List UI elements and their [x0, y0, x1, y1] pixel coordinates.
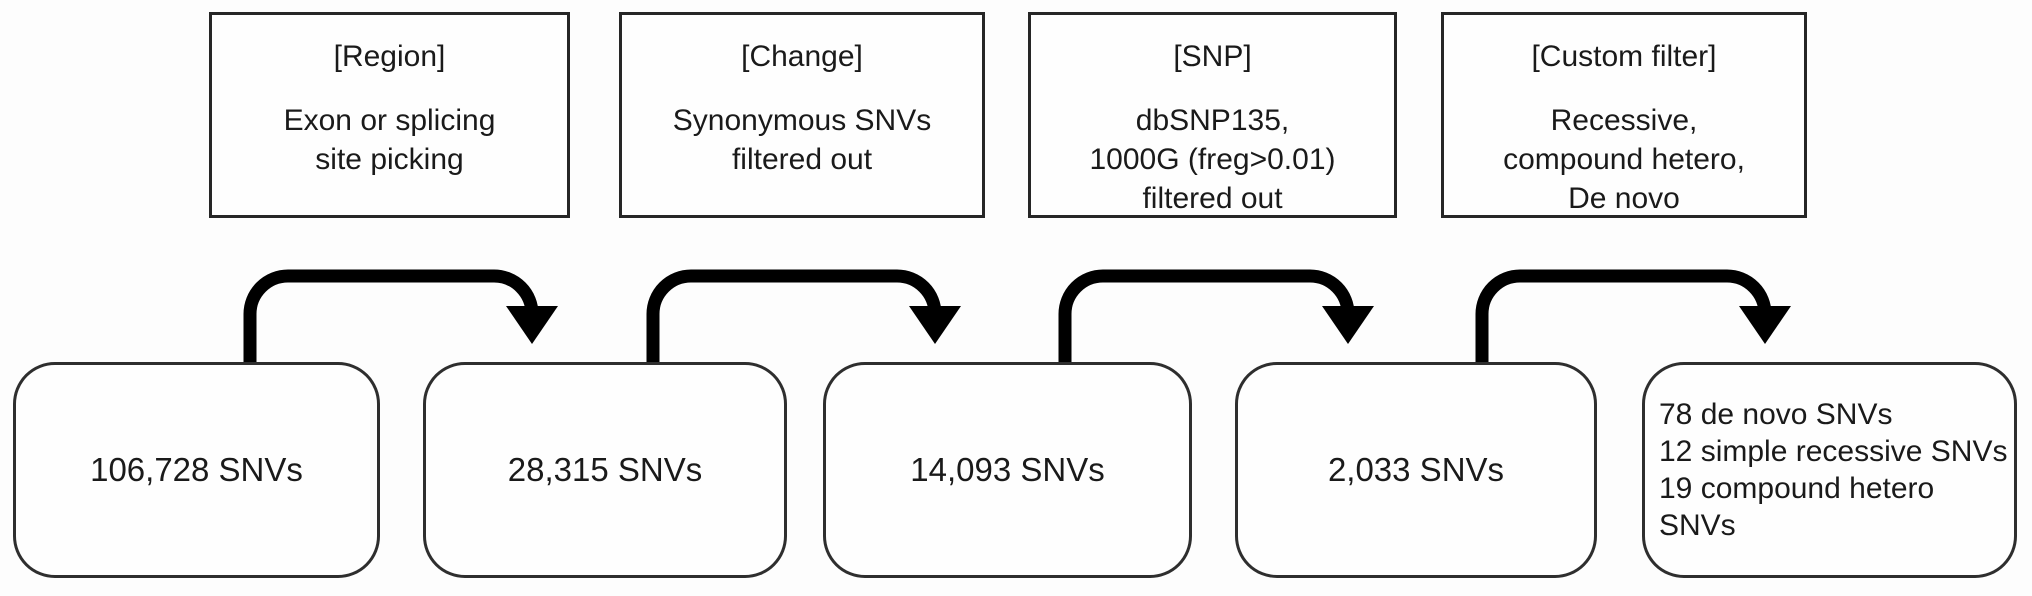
node-snv-count-4: 2,033 SNVs	[1235, 362, 1597, 578]
flow-arrow-2	[646, 269, 961, 364]
filter-description-line: De novo	[1568, 182, 1680, 215]
filter-description-line: Recessive,	[1550, 104, 1698, 137]
filter-description-line: 1000G (freg>0.01)	[1089, 143, 1336, 176]
filter-box-custom-filter: [Custom filter] Recessive, compound hete…	[1441, 12, 1807, 218]
node-snv-count-3: 14,093 SNVs	[823, 362, 1192, 578]
snv-count-text: 14,093 SNVs	[910, 451, 1105, 488]
filter-description-line: dbSNP135,	[1135, 104, 1290, 137]
flow-arrow-4	[1475, 269, 1791, 364]
filter-description-line: Exon or splicing	[283, 104, 496, 137]
filter-label: [Custom filter]	[1531, 40, 1717, 73]
node-final-results: 78 de novo SNVs 12 simple recessive SNVs…	[1642, 362, 2017, 578]
filter-label: [Change]	[741, 40, 863, 73]
node-snv-count-1: 106,728 SNVs	[13, 362, 380, 578]
snv-count-text: 106,728 SNVs	[90, 451, 303, 488]
filter-description-line: Synonymous SNVs	[672, 104, 932, 137]
filter-label: [SNP]	[1173, 40, 1252, 73]
filter-description-line: filtered out	[1142, 182, 1283, 215]
filter-description-line: compound hetero,	[1503, 143, 1745, 176]
result-line: 12 simple recessive SNVs	[1659, 435, 2008, 468]
filter-description-line: site picking	[315, 143, 464, 176]
flow-arrow-1	[243, 269, 558, 364]
flow-arrow-3	[1058, 269, 1374, 364]
filter-box-snp: [SNP] dbSNP135, 1000G (freg>0.01) filter…	[1028, 12, 1397, 218]
snv-count-text: 2,033 SNVs	[1327, 451, 1505, 488]
snv-count-text: 28,315 SNVs	[507, 451, 703, 488]
filter-box-change: [Change] Synonymous SNVs filtered out	[619, 12, 985, 218]
filter-description-line: filtered out	[731, 143, 873, 176]
filter-box-region: [Region] Exon or splicing site picking	[209, 12, 570, 218]
result-line: 19 compound hetero SNVs	[1659, 472, 1935, 542]
node-snv-count-2: 28,315 SNVs	[423, 362, 787, 578]
result-line: 78 de novo SNVs	[1659, 398, 1893, 431]
filter-label: [Region]	[333, 40, 446, 73]
